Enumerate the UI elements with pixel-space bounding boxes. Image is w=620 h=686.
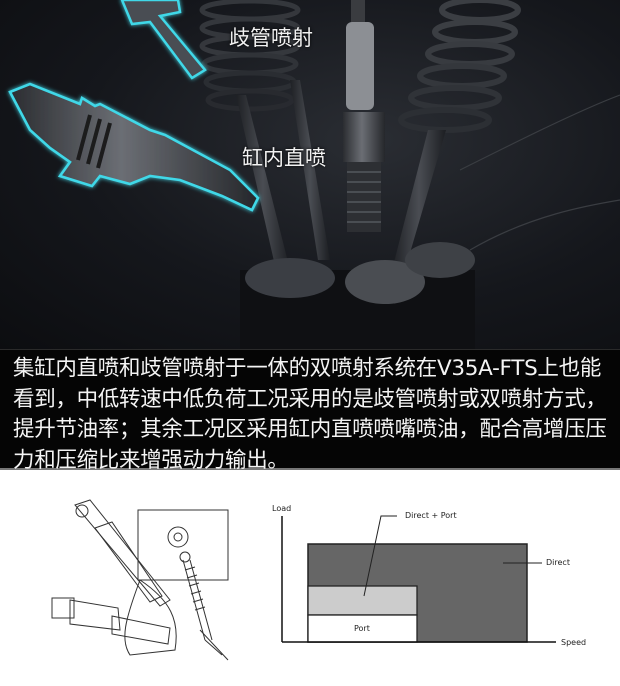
y-axis-label: Load	[272, 504, 291, 513]
lower-figures: Load Speed Direct + Port Direct Port	[0, 472, 620, 686]
valve-spring-right	[398, 0, 521, 133]
exhaust-valve-head	[345, 260, 425, 304]
spark-plug	[343, 0, 385, 232]
injection-map-chart: Load Speed Direct + Port Direct Port	[272, 504, 586, 647]
intake-valve-stem-1	[236, 95, 290, 270]
region-direct-plus-port	[307, 585, 418, 616]
port-injection-label: 歧管喷射	[229, 26, 313, 50]
port-injector	[120, 0, 207, 80]
intake-valve-head	[245, 258, 335, 298]
figures-svg: Load Speed Direct + Port Direct Port	[51, 499, 586, 661]
exhaust-valve-stem	[392, 130, 446, 270]
direct-injection-label: 缸内直喷	[242, 146, 326, 170]
engine-illustration	[8, 0, 620, 349]
valve-spring-left	[199, 0, 301, 112]
caption-panel: 集缸内直喷和歧管喷射于一体的双喷射系统在V35A-FTS上也能看到，中低转速中低…	[0, 349, 620, 473]
caption-text: 集缸内直喷和歧管喷射于一体的双喷射系统在V35A-FTS上也能看到，中低转速中低…	[13, 356, 607, 473]
direct-injector	[8, 82, 260, 212]
engine-line-drawing	[51, 499, 229, 661]
exhaust-valve-head-2	[405, 242, 475, 278]
direct-plus-port-label: Direct + Port	[405, 511, 457, 520]
exhaust-port-outline-2	[469, 199, 620, 251]
direct-label: Direct	[546, 558, 570, 567]
intake-valve-stem-2	[290, 80, 330, 260]
direct-plus-port-leader	[363, 515, 397, 597]
engine-cutaway-photo: 歧管喷射 缸内直喷	[0, 0, 620, 349]
exhaust-port-outline	[459, 94, 620, 171]
port-label: Port	[354, 624, 370, 633]
x-axis-label: Speed	[561, 638, 586, 647]
region-port	[307, 614, 418, 643]
